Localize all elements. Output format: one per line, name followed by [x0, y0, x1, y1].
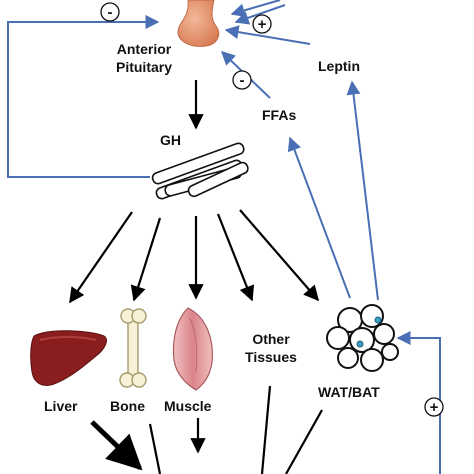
sign-bottom-right: +: [430, 399, 439, 416]
gh-to-wat-arrow: [239, 209, 320, 302]
top-input-arrow-2: [234, 4, 286, 25]
leptin-label: Leptin: [318, 58, 360, 74]
sign-circle-top-left: [100, 2, 120, 22]
bottom-feedback-line: [396, 331, 441, 474]
anterior-pituitary-line2: Pituitary: [115, 59, 172, 75]
sign-circles: [100, 2, 444, 417]
wat-bat-icon: [326, 304, 399, 372]
bone-icon: [119, 308, 147, 388]
gh-feedback-line: [7, 15, 160, 178]
muscle-label: Muscle: [164, 398, 212, 414]
anterior-pituitary-icon: [177, 0, 220, 47]
bone-label: Bone: [110, 398, 145, 414]
other-tissues-label: Other Tissues: [236, 330, 306, 366]
wat-to-ffas-arrow: [287, 136, 351, 299]
gh-to-liver-arrow: [69, 211, 133, 304]
sign-circle-bottom-right: [424, 397, 444, 417]
ffas-label: FFAs: [262, 107, 297, 123]
muscle-icon: [172, 307, 213, 391]
bone-down-line: [148, 423, 162, 474]
sign-top-right: +: [258, 16, 267, 33]
wat-to-leptin-arrow: [346, 80, 379, 301]
anterior-pituitary-line1: Anterior: [116, 41, 172, 57]
gh-label: GH: [160, 132, 181, 148]
other-down-line: [260, 385, 272, 474]
other-tissues-line2: Tissues: [245, 349, 297, 365]
black-arrows: [69, 80, 323, 474]
sign-top-left: -: [108, 4, 113, 21]
liver-down-thick-arrow: [90, 420, 143, 471]
liver-label: Liver: [44, 398, 78, 414]
sign-circle-top-right: [252, 14, 272, 34]
sign-ffa: -: [240, 72, 245, 89]
anterior-pituitary-label: Anterior Pituitary: [100, 40, 188, 76]
sign-circle-ffa: [232, 70, 252, 90]
liver-icon: [30, 330, 107, 386]
leptin-to-pituitary-arrow: [224, 25, 311, 45]
wat-down-line: [285, 409, 323, 474]
gh-to-other-tissues-arrow: [216, 213, 255, 302]
wat-bat-label: WAT/BAT: [318, 384, 380, 400]
gh-to-bone-arrow: [130, 217, 162, 302]
other-tissues-line1: Other: [252, 331, 290, 347]
top-input-arrow-1: [230, 0, 281, 18]
gh-molecule-icon: [151, 142, 249, 200]
